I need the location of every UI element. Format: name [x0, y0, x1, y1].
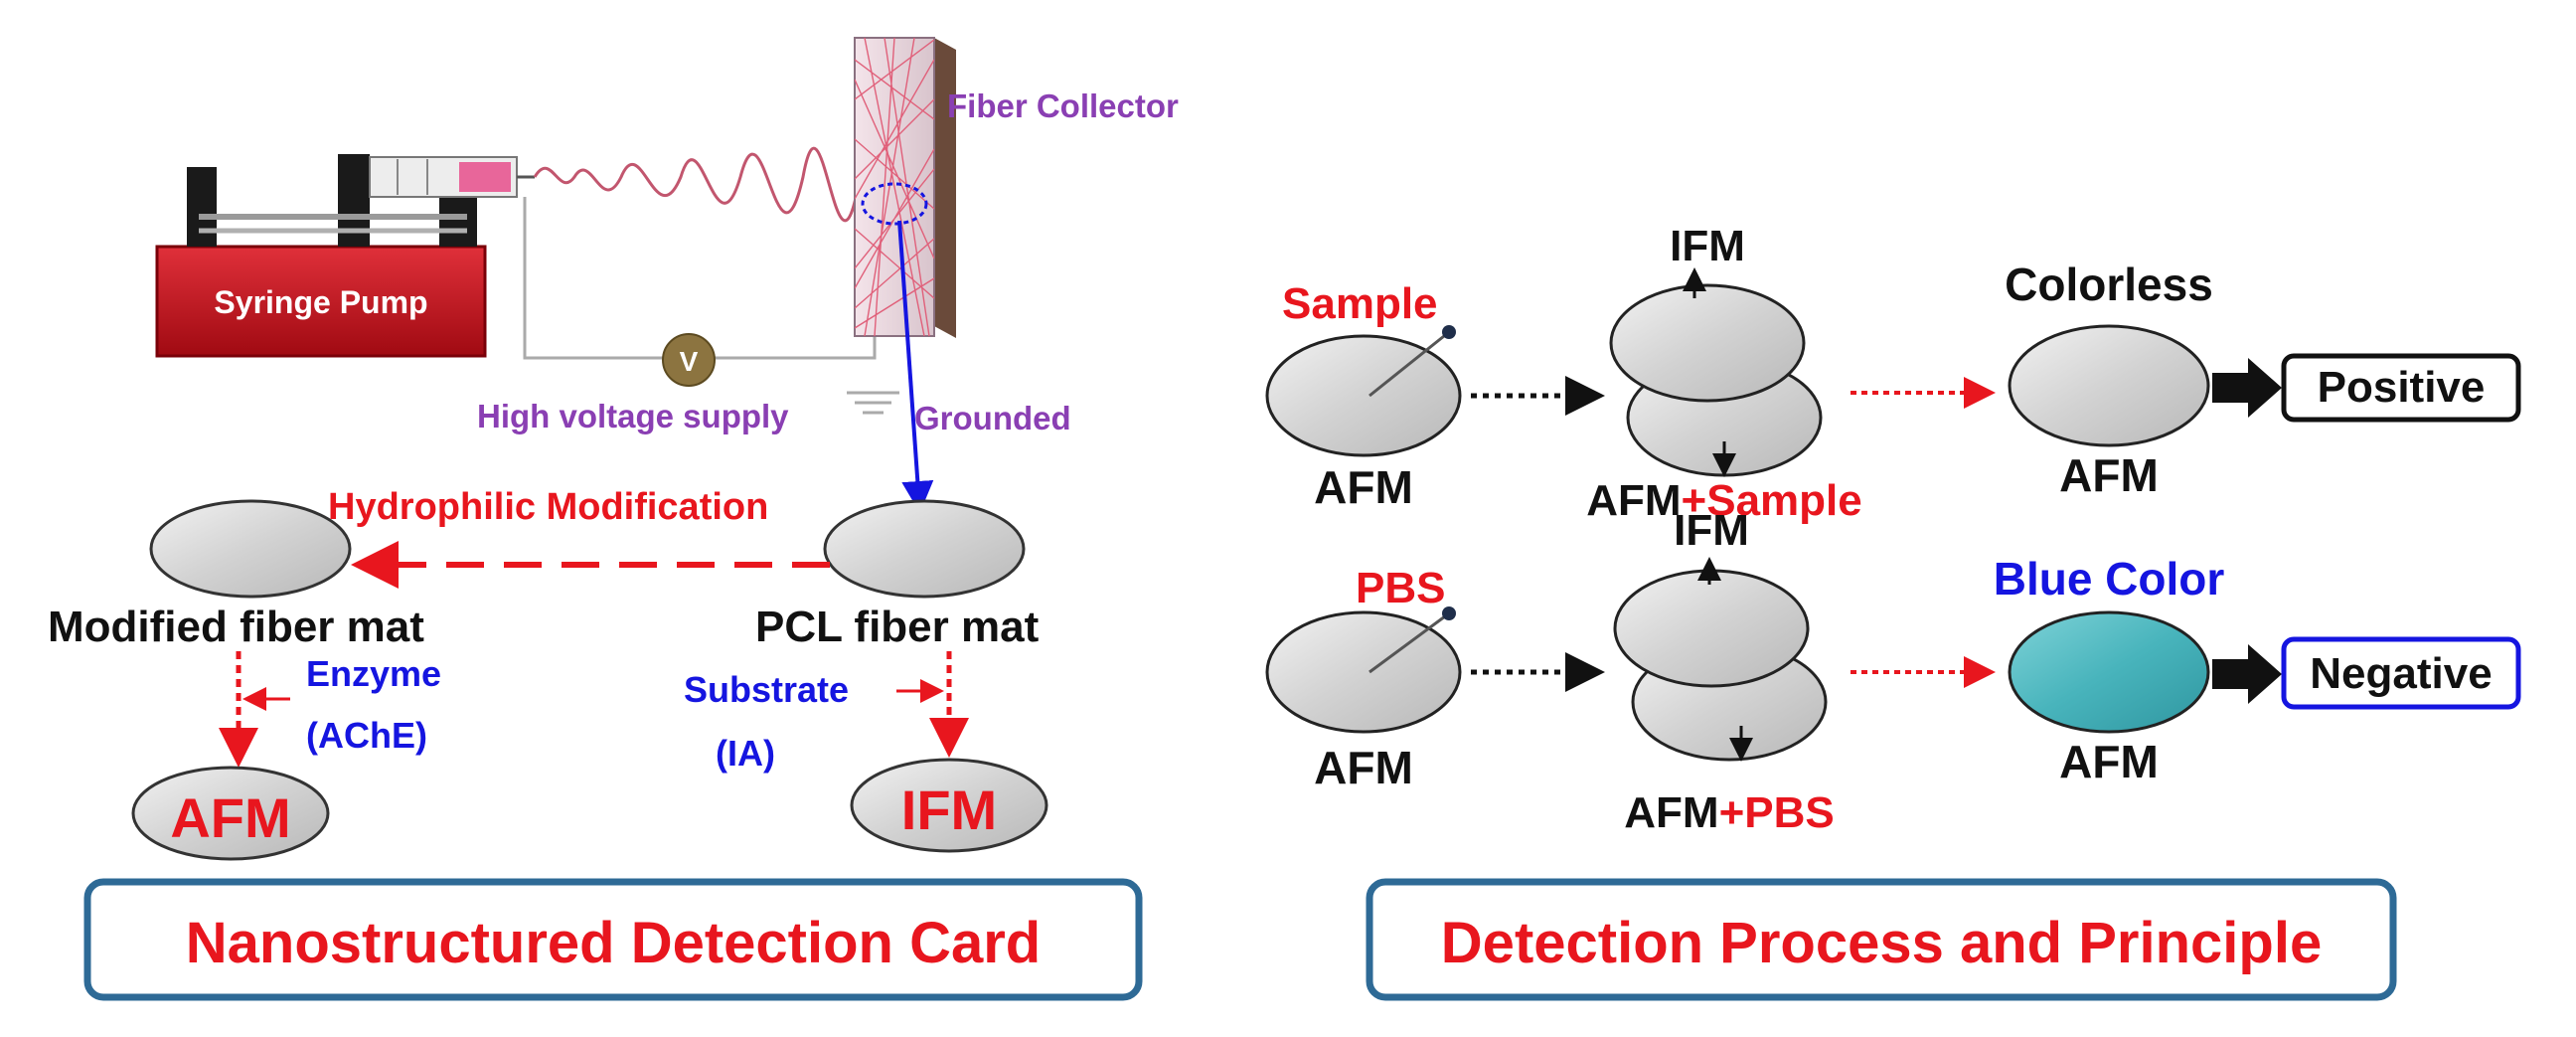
voltmeter-icon	[662, 333, 716, 387]
afm-mat	[131, 766, 330, 861]
detection-card-footer	[83, 878, 1143, 1001]
ifm-mat-label: IFM	[901, 778, 997, 841]
electrospinning-setup: Syringe Pump V High voltage supply Groun…	[155, 37, 1179, 513]
enzyme-label: Enzyme	[306, 653, 441, 694]
stack-ifm-mat	[1609, 283, 1806, 403]
high-voltage-supply-label: High voltage supply	[477, 398, 789, 434]
dropper-needle	[1368, 330, 1450, 398]
afm-mat-label: AFM	[170, 786, 290, 849]
colorless-label: Colorless	[2005, 259, 2213, 310]
substrate-label: Substrate	[684, 669, 849, 710]
detection-process-footer	[1366, 878, 2397, 1001]
enzyme-name-label: (AChE)	[306, 715, 427, 756]
positive-result-box	[2281, 353, 2521, 423]
start-afm-mat	[1265, 610, 1462, 734]
negative-result-label: Negative	[2310, 649, 2492, 698]
result-arrow	[2212, 358, 2282, 418]
detection-card-title: Nanostructured Detection Card	[186, 911, 1041, 975]
pcl-fiber-mat	[823, 499, 1026, 599]
detection-row-pbs: PBS AFM IFM AFM+PBS Blue Color AFM Negat…	[1265, 506, 2521, 837]
sample-region-marker	[861, 182, 928, 226]
fiber-mat-preparation: Hydrophilic Modification Modified fiber …	[48, 486, 1143, 1001]
syringe-pump-label: Syringe Pump	[214, 284, 427, 320]
blue-afm-label: AFM	[2059, 736, 2159, 787]
modified-fiber-mat	[149, 499, 352, 599]
detection-process-title: Detection Process and Principle	[1441, 911, 2322, 975]
sample-label: Sample	[1282, 279, 1438, 328]
hydrophilic-modification-label: Hydrophilic Modification	[328, 486, 768, 528]
syringe-solution	[459, 162, 511, 192]
start-afm-label: AFM	[1314, 461, 1413, 513]
combo-label: AFM+Sample	[1586, 476, 1862, 525]
colorless-afm-mat	[2008, 324, 2210, 447]
blue-color-label: Blue Color	[1994, 553, 2225, 605]
negative-result-box	[2281, 636, 2521, 710]
pcl-fiber-mat-label: PCL fiber mat	[755, 603, 1040, 651]
result-arrow	[2212, 644, 2282, 704]
start-afm-mat	[1265, 334, 1462, 457]
fiber-collector	[854, 37, 956, 338]
stack-ifm-label: IFM	[1670, 222, 1745, 270]
voltmeter-label: V	[680, 346, 699, 377]
syringe-pump-body	[155, 245, 487, 358]
dropper-needle	[1368, 611, 1450, 674]
blue-pointer-arrow	[897, 220, 934, 513]
modified-fiber-mat-label: Modified fiber mat	[48, 603, 424, 651]
positive-result-label: Positive	[2318, 363, 2486, 412]
grounded-label: Grounded	[914, 400, 1071, 436]
dropper-tip-icon	[1442, 606, 1456, 620]
fiber-collector-label: Fiber Collector	[947, 87, 1179, 124]
pbs-label: PBS	[1356, 564, 1445, 612]
electrospinning-jet	[533, 146, 862, 223]
combo-label: AFM+PBS	[1624, 788, 1834, 837]
blue-afm-mat	[2008, 610, 2210, 734]
stack-ifm-mat	[1613, 569, 1810, 688]
ifm-mat	[850, 758, 1048, 853]
stack-ifm-label: IFM	[1674, 506, 1749, 555]
circuit-wire	[702, 328, 877, 360]
start-afm-label: AFM	[1314, 742, 1413, 793]
circuit-wire	[523, 197, 676, 360]
dropper-tip-icon	[1442, 325, 1456, 339]
colorless-afm-label: AFM	[2059, 449, 2159, 501]
detection-row-sample: Sample AFM IFM AFM+Sample Colorless AFM …	[1265, 222, 2521, 525]
substrate-name-label: (IA)	[716, 733, 775, 774]
pump-post	[187, 167, 217, 247]
